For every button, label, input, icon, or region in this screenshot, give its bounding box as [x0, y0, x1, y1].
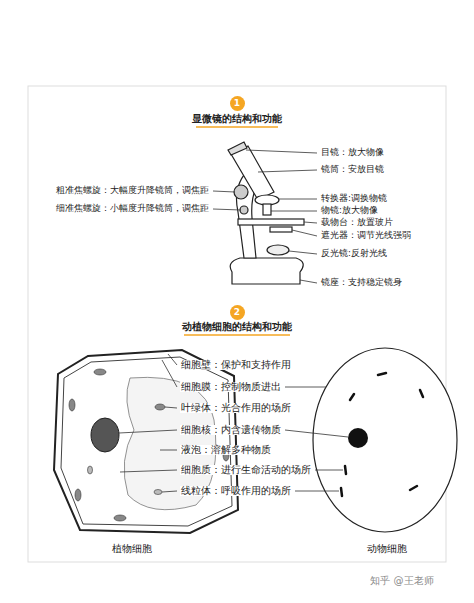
- leader-line: [162, 491, 177, 492]
- section-title: 动植物细胞的结构和功能: [181, 321, 293, 332]
- leader-line: [300, 280, 317, 283]
- coarse-knob: [234, 185, 248, 199]
- leader-line: [213, 209, 241, 210]
- title-underline: [196, 126, 278, 128]
- step-number: 2: [234, 308, 240, 317]
- part-label: 叶绿体：光合作用的场所: [180, 403, 292, 413]
- fine-knob: [240, 206, 248, 214]
- step-number-circle: 1: [230, 96, 245, 111]
- part-label: 镜筒：安放目镜: [320, 165, 385, 174]
- microscope: [228, 142, 304, 284]
- leader-line: [258, 170, 317, 172]
- leader-line: [292, 230, 317, 236]
- part-label: 目镜：放大物像: [320, 148, 385, 157]
- diaphragm: [270, 227, 292, 232]
- part-label: 细胞核：内含遗传物质: [180, 425, 282, 435]
- leader-line: [120, 470, 177, 472]
- part-label: 细胞壁：保护和支持作用: [180, 360, 292, 370]
- part-label: 遮光器：调节光线强弱: [320, 231, 412, 240]
- leader-line: [160, 450, 177, 451]
- step-number: 1: [234, 99, 240, 108]
- leader-line: [271, 211, 317, 212]
- part-label: 液泡：溶解多种物质: [180, 445, 272, 455]
- part-label: 物镜:放大物像: [320, 206, 379, 215]
- watermark: 知乎 @王老师: [369, 575, 434, 586]
- leader-line: [315, 470, 343, 471]
- nucleus: [348, 428, 368, 448]
- microscope-tube: [231, 146, 274, 200]
- mirror: [267, 245, 289, 255]
- leader-line: [295, 491, 339, 492]
- leader-line: [246, 150, 317, 153]
- section-title: 显微镜的结构和功能: [191, 113, 283, 124]
- title-underline: [184, 334, 290, 336]
- stage-plate: [238, 219, 304, 225]
- leader-line: [285, 387, 326, 388]
- eyepiece: [228, 142, 247, 155]
- part-label: 转换器:调换物镜: [320, 194, 388, 203]
- leader-line: [289, 251, 317, 254]
- leader-line: [213, 191, 235, 192]
- leader-line: [304, 222, 317, 223]
- part-label: 镜座：支持稳定镜身: [320, 278, 403, 287]
- figure-caption: 动物细胞: [366, 543, 408, 554]
- part-label: 载物台：放置玻片: [320, 218, 394, 227]
- part-label: 细准焦螺旋：小幅度升降镜筒，调焦距: [55, 204, 210, 213]
- part-label: 细胞膜：控制物质进出: [180, 382, 282, 392]
- microscope-base: [230, 258, 303, 284]
- nucleus: [91, 418, 119, 452]
- part-label: 细胞质：进行生命活动的场所: [180, 465, 312, 475]
- leader-line: [285, 430, 348, 437]
- part-label: 线粒体：呼吸作用的场所: [180, 486, 292, 496]
- leader-line: [162, 360, 177, 387]
- animal-cell: [313, 348, 457, 532]
- cell-wall: [54, 350, 238, 533]
- objective: [263, 204, 271, 215]
- leader-line: [168, 354, 177, 365]
- figure-caption: 植物细胞: [111, 543, 153, 554]
- leader-line: [279, 199, 317, 200]
- part-label: 反光镜:反射光线: [320, 249, 388, 258]
- part-label: 粗准焦螺旋：大幅度升降镜筒，调焦距: [55, 186, 210, 195]
- cell-membrane: [313, 348, 457, 532]
- leader-line: [119, 430, 177, 433]
- mitochondria: [341, 373, 423, 496]
- plant-cell: [54, 350, 238, 533]
- mitochondria: [88, 466, 163, 495]
- step-number-circle: 2: [230, 305, 245, 320]
- leader-line: [165, 407, 177, 408]
